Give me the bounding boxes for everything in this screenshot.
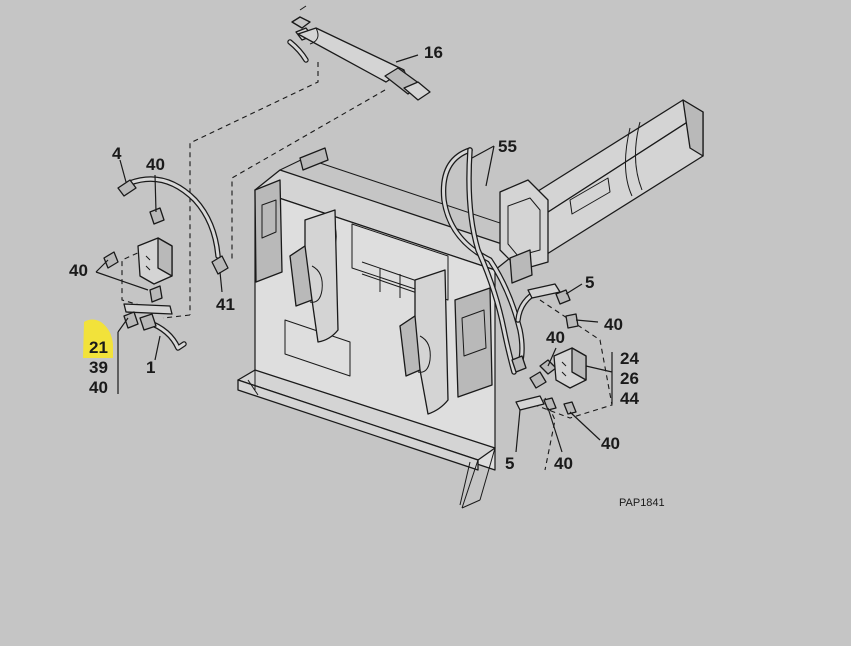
- callout-55: 55: [498, 137, 517, 156]
- callout-40-left: 40: [69, 261, 88, 280]
- callout-4: 4: [112, 144, 122, 163]
- right-valve-assembly: [511, 283, 587, 415]
- callout-40-mid: 40: [546, 328, 565, 347]
- callout-24: 24: [620, 349, 639, 368]
- callout-41: 41: [216, 295, 235, 314]
- callout-highlight: [83, 319, 113, 358]
- left-valve-assembly: [103, 176, 229, 351]
- callout-40-lower-right: 40: [601, 434, 620, 453]
- drawing-reference: PAP1841: [619, 497, 665, 509]
- callout-40-top: 40: [146, 155, 165, 174]
- callout-5-lower: 5: [505, 454, 514, 473]
- hydraulic-cylinder: [287, 5, 431, 101]
- callout-21: 21: [89, 338, 108, 357]
- callout-39: 39: [89, 358, 108, 377]
- callout-44: 44: [620, 389, 639, 408]
- callout-40-bottom: 40: [554, 454, 573, 473]
- leader-lines: [95, 54, 613, 453]
- callout-40-group: 40: [89, 378, 108, 397]
- callout-1: 1: [146, 358, 155, 377]
- callout-labels: 16 4 40 40 41 21 39 40 1 55 5 40 40 24 2…: [69, 43, 639, 473]
- callout-16: 16: [424, 43, 443, 62]
- callout-26: 26: [620, 369, 639, 388]
- boom-arm: [526, 99, 704, 255]
- callout-40-upper-right: 40: [604, 315, 623, 334]
- carriage-frame: [237, 147, 549, 509]
- callout-5-upper: 5: [585, 273, 594, 292]
